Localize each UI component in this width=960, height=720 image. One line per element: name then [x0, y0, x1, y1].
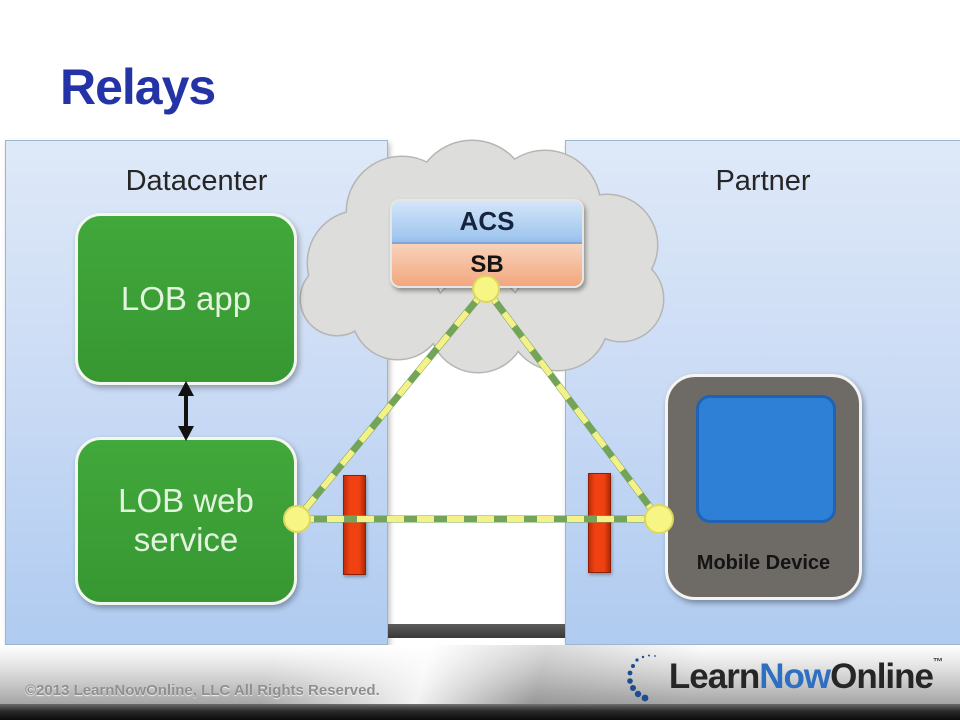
logo-now: Now — [759, 657, 831, 696]
learnnowonline-logo: LearnNowOnline™ — [623, 649, 943, 705]
lob-web-service-node: LOB web service — [75, 437, 297, 605]
sb-node: SB — [392, 244, 582, 286]
copyright-text: ©2013 LearnNowOnline, LLC All Rights Res… — [25, 682, 380, 699]
logo-learn: Learn — [668, 657, 760, 696]
logo-trademark: ™ — [933, 657, 943, 668]
page-title: Relays — [60, 59, 216, 115]
mobile-device-node: Mobile Device — [665, 374, 862, 600]
logo-text: LearnNowOnline™ — [668, 657, 943, 697]
gap-divider-bar — [388, 624, 565, 638]
acs-node: ACS — [392, 201, 582, 244]
lob-app-label: LOB app — [120, 279, 252, 317]
mobile-device-screen — [696, 395, 836, 523]
acs-sb-stack: ACS SB — [390, 199, 584, 288]
datacenter-label: Datacenter — [125, 165, 268, 197]
firewall-bar-left — [343, 475, 366, 575]
logo-online: Online — [830, 657, 934, 696]
lob-app-node: LOB app — [75, 213, 297, 385]
logo-dots-icon — [627, 654, 656, 702]
lob-web-service-label: LOB web service — [118, 482, 254, 558]
partner-label: Partner — [715, 165, 811, 197]
footer-bar: ©2013 LearnNowOnline, LLC All Rights Res… — [0, 645, 960, 720]
footer-dark-strip — [0, 704, 960, 720]
firewall-bar-right — [588, 473, 611, 573]
mobile-device-label: Mobile Device — [696, 552, 831, 574]
